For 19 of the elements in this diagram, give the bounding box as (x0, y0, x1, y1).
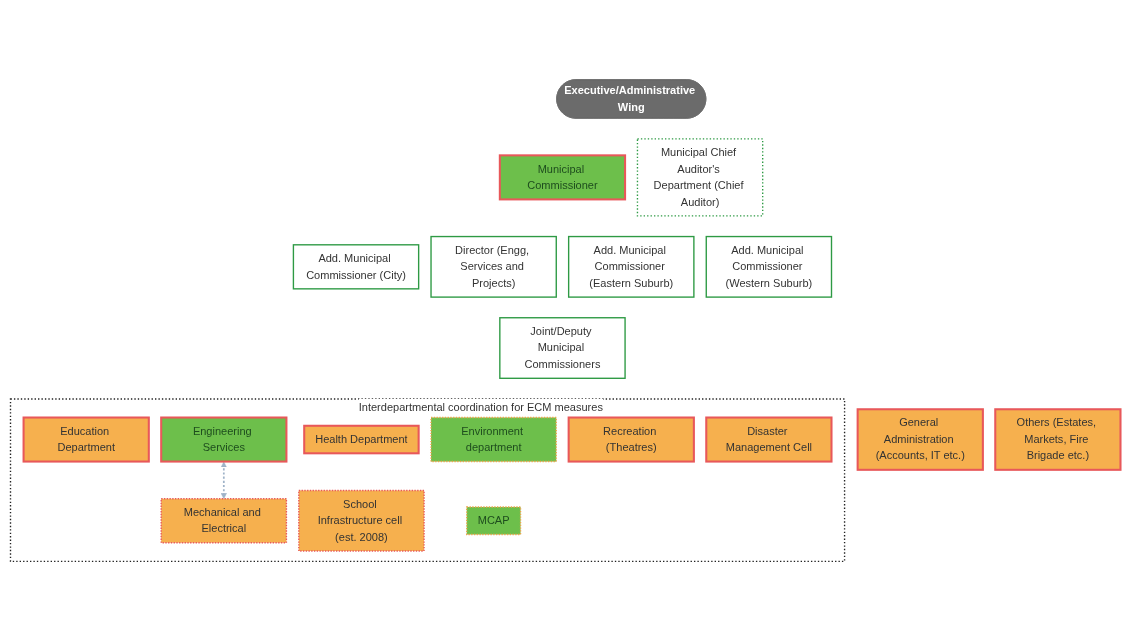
node-box: Joint/Deputy Municipal Commissioners (499, 317, 626, 379)
node-box: MCAP (466, 506, 522, 536)
node-box: Environment department (430, 416, 557, 463)
node-box: Add. Municipal Commissioner (Eastern Suburb) (567, 235, 695, 298)
node-box: Add. Municipal Commissioner (City) (292, 244, 420, 290)
node-box: Director (Engg, Services and Projects) (430, 235, 557, 298)
node-box: Add. Municipal Commissioner (Western Suburb) (705, 235, 833, 298)
node-box: Others (Estates, Markets, Fire Brigade etc.) (994, 408, 1122, 471)
node-box: Municipal Commissioner (498, 154, 627, 201)
node-box: Education Department (22, 416, 150, 463)
arrow (220, 461, 227, 499)
node-box: Engineering Services (160, 416, 288, 463)
node-box: Mechanical and Electrical (160, 498, 288, 544)
node-box: Disaster Management Cell (705, 416, 833, 463)
node-box: General Administration (Accounts, IT etc.) (856, 408, 984, 471)
node-box: Recreation (Theatres) (567, 416, 695, 463)
node-box: School Infrastructure cell (est. 2008) (298, 489, 425, 552)
node-box: Health Department (303, 424, 420, 455)
node-box: Municipal Chief Auditor's Department (Chief Auditor) (636, 138, 764, 217)
